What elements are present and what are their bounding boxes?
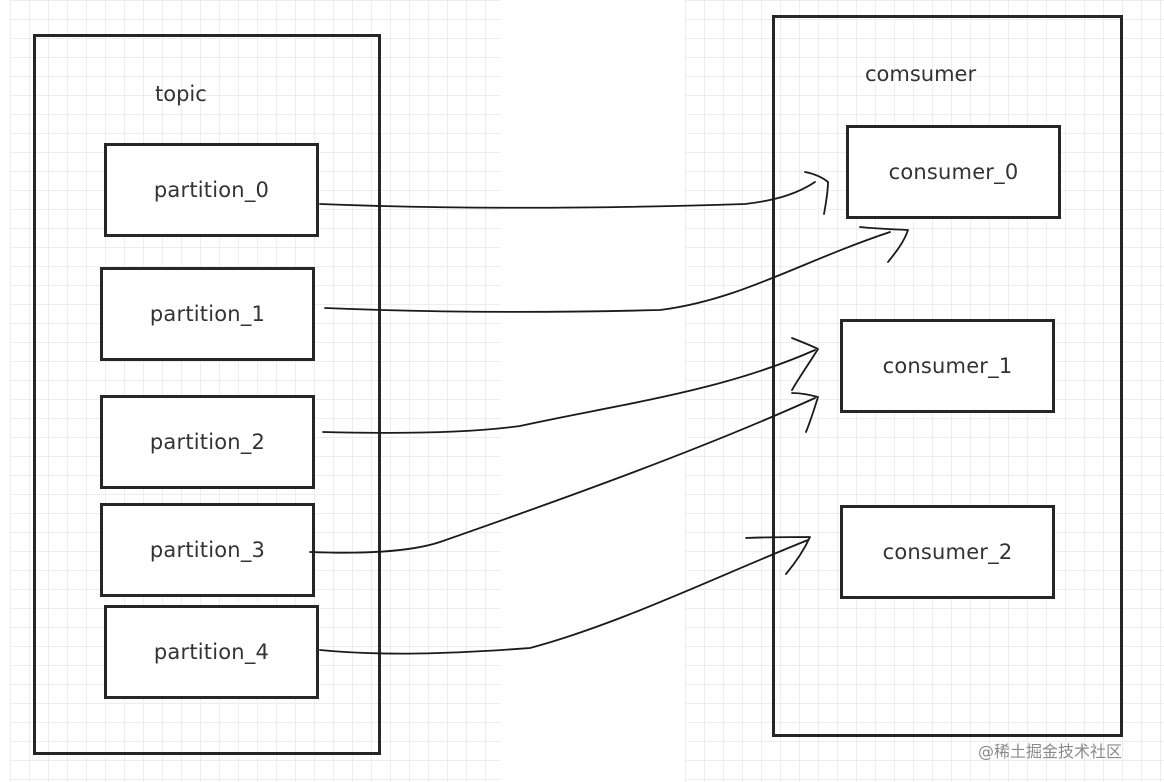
- partition-node-0: partition_0: [104, 143, 319, 237]
- partition-node-1: partition_1: [100, 267, 315, 361]
- topic-label: topic: [155, 82, 207, 106]
- partition-node-4: partition_4: [104, 605, 319, 699]
- consumer-node-1: consumer_1: [840, 319, 1055, 413]
- partition-node-3: partition_3: [100, 503, 315, 597]
- watermark-text: @稀土掘金技术社区: [978, 742, 1123, 761]
- consumer-node-2: consumer_2: [840, 505, 1055, 599]
- partition-node-2: partition_2: [100, 395, 315, 489]
- consumer-node-0: consumer_0: [846, 125, 1061, 219]
- consumer-group-label: comsumer: [865, 62, 977, 86]
